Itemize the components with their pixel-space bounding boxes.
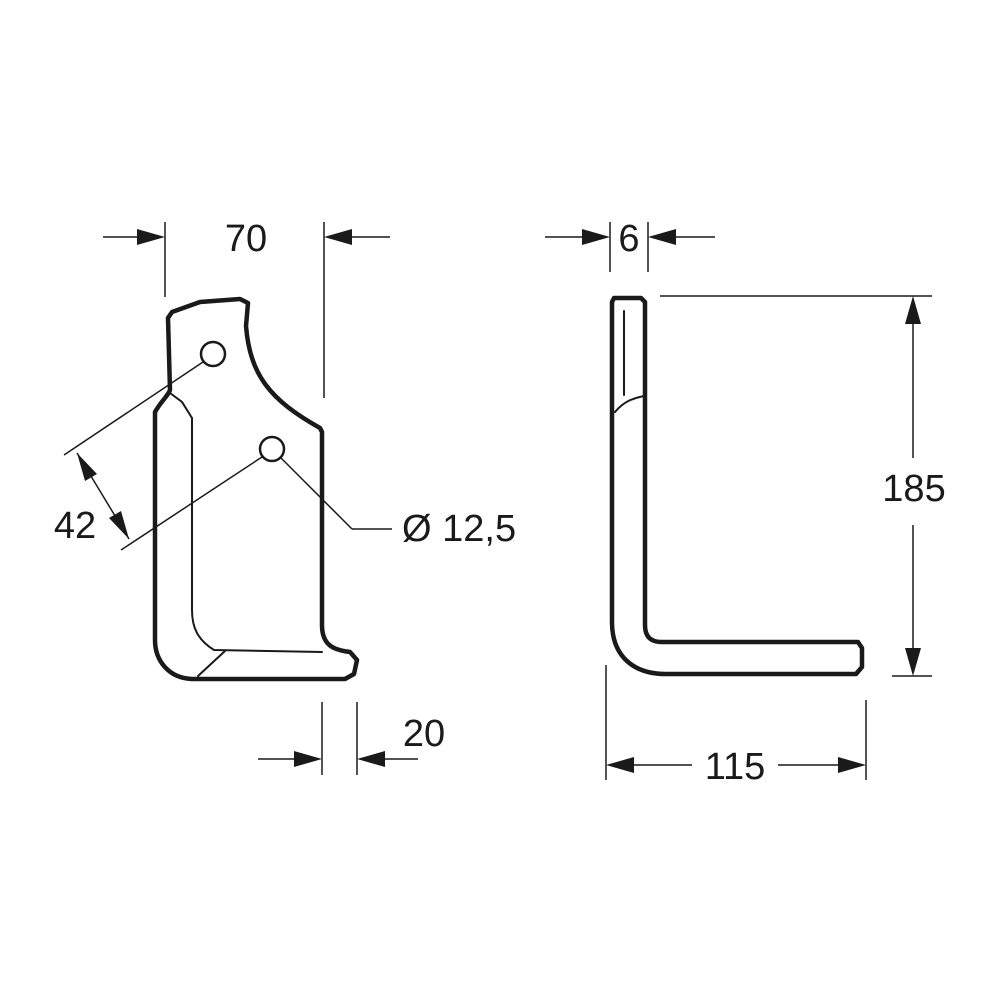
arrow-head	[838, 757, 866, 773]
dimension-label-length: 115	[705, 746, 766, 788]
arrow-head	[582, 229, 610, 245]
dimension-185: 185	[660, 295, 946, 677]
dimension-6: 6	[545, 218, 715, 272]
mounting-hole-upper	[199, 340, 227, 368]
arrow-head	[137, 229, 165, 245]
blade-bevel-diagonal	[197, 650, 226, 677]
dimension-label-height: 185	[882, 468, 945, 510]
blade-side-outline	[609, 295, 865, 677]
extension-line-lower-hole	[120, 456, 263, 551]
arrow-head	[324, 229, 352, 245]
mounting-hole-lower	[258, 435, 286, 463]
side-view	[609, 295, 865, 677]
dimension-115: 115	[605, 665, 867, 788]
leader-line	[279, 456, 353, 530]
arrow-head	[109, 511, 129, 539]
arrow-head	[648, 229, 676, 245]
arrow-head	[905, 296, 921, 324]
front-view	[152, 296, 360, 682]
dimension-42: 42	[54, 361, 263, 551]
dimension-20: 20	[258, 702, 445, 775]
dimension-label-hole-diameter: Ø 12,5	[402, 508, 516, 550]
dimension-hole-diameter: Ø 12,5	[279, 456, 516, 550]
blade-front-outline	[152, 296, 360, 682]
dimension-label-blade-width: 20	[403, 713, 445, 755]
dimension-70: 70	[103, 218, 390, 398]
dimension-label-hole-spacing: 42	[54, 505, 96, 547]
blade-bevel-line	[169, 392, 323, 653]
arrow-head	[357, 751, 385, 767]
extension-line-upper-hole	[63, 361, 204, 456]
dimension-label-thickness: 6	[618, 218, 639, 260]
arrow-head	[77, 453, 97, 481]
arrow-head	[606, 757, 634, 773]
blade-side-twist-line	[614, 395, 645, 413]
dimension-label-width: 70	[225, 218, 267, 260]
arrow-head	[294, 751, 322, 767]
arrow-head	[905, 648, 921, 676]
